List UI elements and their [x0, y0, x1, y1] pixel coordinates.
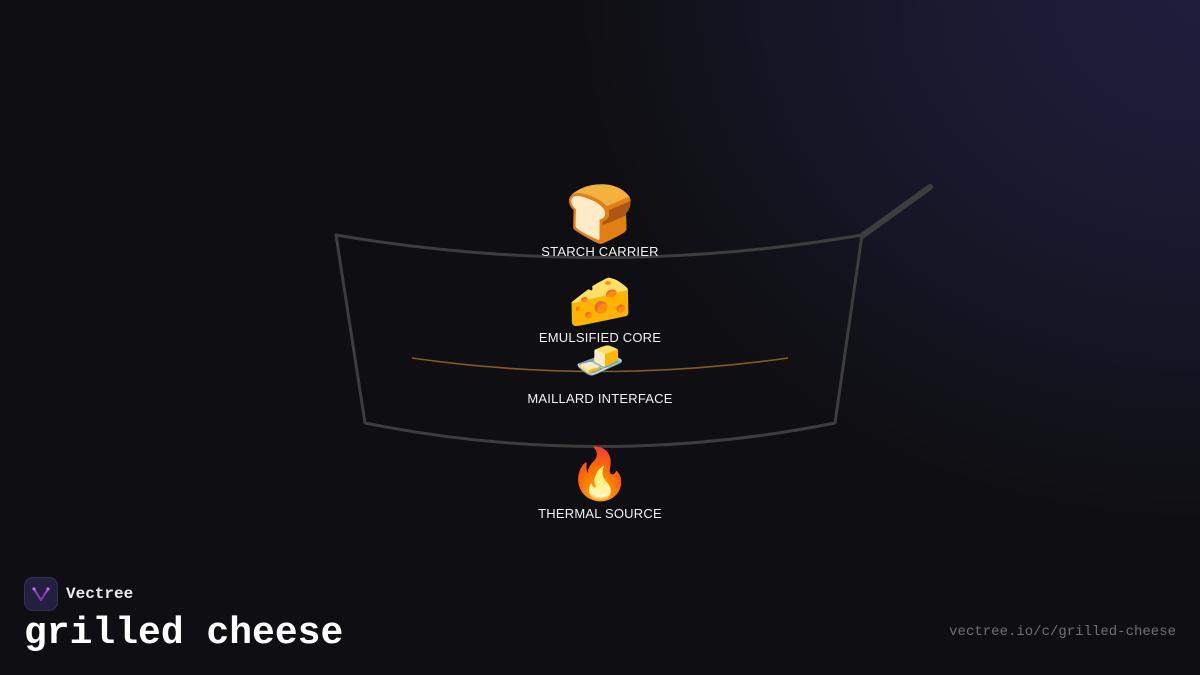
brand: Vectree: [24, 577, 133, 611]
maillard-interface-line: [411, 357, 789, 373]
cheese-icon: 🧀: [567, 273, 633, 331]
brand-name: Vectree: [66, 585, 134, 603]
layer-label: EMULSIFIED CORE: [538, 330, 662, 345]
bread-icon: 🍞: [565, 182, 635, 245]
source-url: vectree.io/c/grilled-cheese: [949, 624, 1176, 640]
layer-maillard-interface: 🧈 MAILLARD INTERFACE: [480, 339, 720, 406]
layer-label: THERMAL SOURCE: [538, 506, 662, 521]
pan-outline: [334, 233, 864, 448]
layer-starch-carrier: 🍞 STARCH CARRIER: [480, 182, 720, 260]
layer-label: MAILLARD INTERFACE: [527, 391, 673, 406]
fire-icon: 🔥: [568, 446, 632, 502]
layer-label: STARCH CARRIER: [541, 244, 659, 259]
page-title: grilled cheese: [24, 612, 344, 655]
vectree-logo-icon: [24, 577, 58, 611]
layer-emulsified-core: 🧀 EMULSIFIED CORE: [480, 272, 720, 345]
pan-handle: [859, 184, 933, 239]
butter-icon: 🧈: [575, 339, 625, 383]
layer-thermal-source: 🔥 THERMAL SOURCE: [480, 444, 720, 521]
